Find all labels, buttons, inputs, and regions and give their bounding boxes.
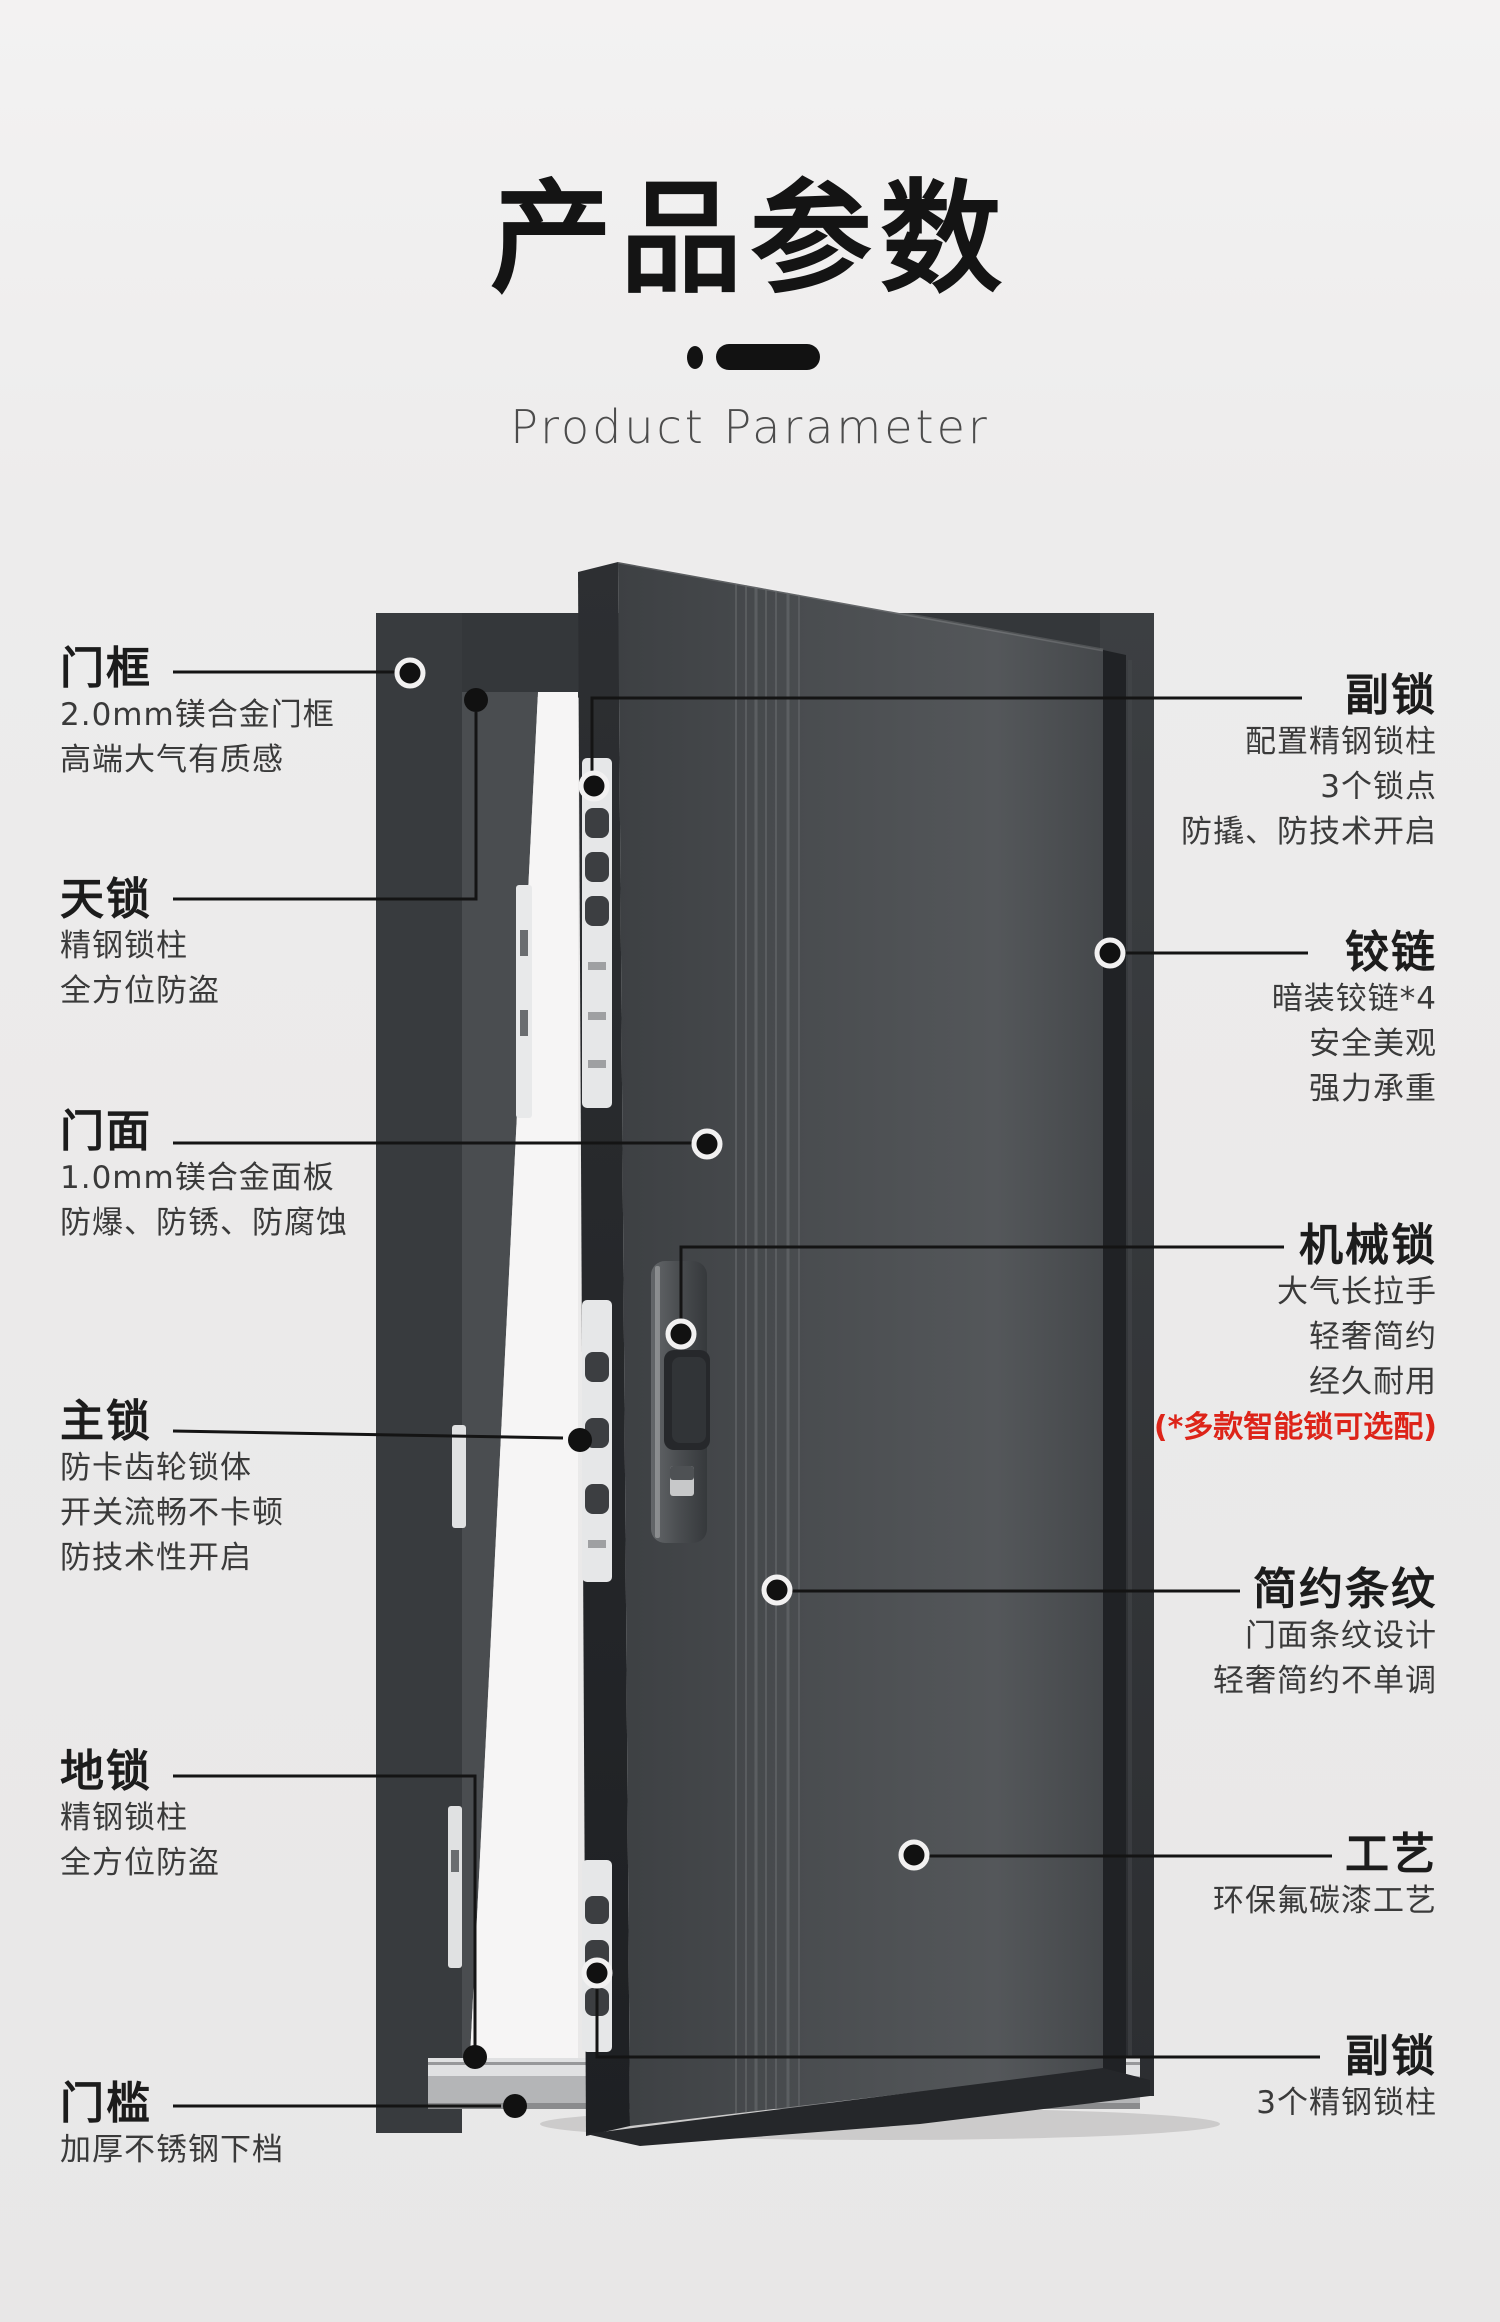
label-top-lock: 天锁 精钢锁柱 全方位防盗: [60, 876, 460, 1014]
label-hinge-title: 铰链: [1345, 927, 1437, 978]
marker-mechanical-lock-icon: [665, 1318, 697, 1350]
strike-plates: [448, 885, 532, 1968]
label-desc-line: 安全美观: [1309, 1026, 1437, 1062]
label-door-frame: 门框 2.0mm镁合金门框 高端大气有质感: [60, 645, 460, 783]
label-desc-line: 全方位防盗: [60, 1845, 220, 1881]
aux-lock-bottom-bolts: [582, 1860, 612, 2052]
label-craft: 工艺 环保氟碳漆工艺: [1037, 1831, 1437, 1924]
door-stripes: [735, 562, 800, 2126]
marker-top-lock-icon: [464, 688, 488, 712]
callout-line-aux-lock-top: [590, 696, 1302, 772]
label-desc-line: 精钢锁柱: [60, 928, 188, 964]
label-desc-line: 大气长拉手: [1277, 1274, 1437, 1310]
label-desc-line: 暗装铰链*4: [1271, 981, 1437, 1017]
label-threshold: 门槛 加厚不锈钢下档: [60, 2080, 460, 2173]
aux-lock-top-bolts: [582, 758, 612, 1108]
page-subtitle: Product Parameter: [510, 400, 990, 454]
callout-line-main-lock: [172, 1429, 564, 1440]
page-title: 产品参数: [490, 168, 1010, 310]
label-main-lock: 主锁 防卡齿轮锁体 开关流畅不卡顿 防技术性开启: [60, 1398, 460, 1581]
label-door-face: 门面 1.0mm镁合金面板 防爆、防锈、防腐蚀: [60, 1108, 460, 1246]
divider-bar-icon: [716, 344, 820, 370]
label-desc-line: 轻奢简约: [1309, 1319, 1437, 1355]
label-desc-line: 防撬、防技术开启: [1181, 814, 1437, 850]
label-aux-lock-bottom: 副锁 3个精钢锁柱: [1037, 2033, 1437, 2126]
callout-markers: [394, 657, 1126, 2118]
marker-simple-stripes-icon: [761, 1574, 793, 1606]
label-desc-line: 配置精钢锁柱: [1245, 724, 1437, 760]
label-simple-stripes: 简约条纹 门面条纹设计 轻奢简约不单调: [1037, 1566, 1437, 1704]
label-threshold-title: 门槛: [60, 2078, 152, 2129]
label-aux-lock-top-title: 副锁: [1345, 670, 1437, 721]
label-desc-line: 防卡齿轮锁体: [60, 1450, 252, 1486]
label-desc-line: 强力承重: [1309, 1071, 1437, 1107]
main-lock-bolts: [582, 1300, 612, 1582]
label-aux-lock-top: 副锁 配置精钢锁柱 3个锁点 防撬、防技术开启: [1037, 672, 1437, 855]
frame-left-jamb: [376, 613, 462, 2133]
marker-threshold-icon: [503, 2094, 527, 2118]
marker-floor-lock-icon: [463, 2045, 487, 2069]
label-simple-stripes-title: 简约条纹: [1253, 1564, 1437, 1615]
label-desc-line: 3个精钢锁柱: [1256, 2085, 1437, 2121]
marker-door-face-icon: [691, 1128, 723, 1160]
lock-hardware: [582, 758, 612, 2052]
label-desc-line: 经久耐用: [1309, 1364, 1437, 1400]
divider-dot-icon: [687, 346, 703, 369]
label-desc-line: 高端大气有质感: [60, 742, 284, 778]
label-mechanical-lock-title: 机械锁: [1299, 1220, 1437, 1271]
label-top-lock-title: 天锁: [60, 874, 152, 925]
label-desc-line: 2.0mm镁合金门框: [60, 697, 335, 733]
callout-line-floor-lock: [173, 1774, 477, 2046]
label-desc-line: 开关流畅不卡顿: [60, 1495, 284, 1531]
label-desc-line: 防技术性开启: [60, 1540, 252, 1576]
callout-line-top-lock: [173, 712, 478, 901]
label-floor-lock: 地锁 精钢锁柱 全方位防盗: [60, 1748, 460, 1886]
marker-aux-lock-bottom-icon: [581, 1957, 613, 1989]
callout-lines: [172, 670, 1332, 2108]
label-desc-line: 防爆、防锈、防腐蚀: [60, 1205, 348, 1241]
marker-main-lock-icon: [568, 1428, 592, 1452]
label-desc-line: 1.0mm镁合金面板: [60, 1160, 335, 1196]
marker-craft-icon: [898, 1839, 930, 1871]
label-desc-line: 轻奢简约不单调: [1213, 1663, 1437, 1699]
label-desc-line: 3个锁点: [1320, 769, 1437, 805]
hinge-gap: [1103, 650, 1126, 2074]
label-desc-line: 门面条纹设计: [1245, 1618, 1437, 1654]
door-face: [618, 562, 1103, 2126]
label-door-frame-title: 门框: [60, 643, 152, 694]
door-bottom-sweep: [586, 2068, 1150, 2146]
label-main-lock-title: 主锁: [60, 1396, 152, 1447]
label-hinge: 铰链 暗装铰链*4 安全美观 强力承重: [1037, 929, 1437, 1112]
label-aux-lock-bottom-title: 副锁: [1345, 2031, 1437, 2082]
label-desc-line: 全方位防盗: [60, 973, 220, 1009]
marker-hinge-icon: [1094, 937, 1126, 969]
label-mechanical-lock: 机械锁 大气长拉手 轻奢简约 经久耐用 (*多款智能锁可选配): [1037, 1222, 1437, 1450]
marker-aux-lock-top-icon: [578, 770, 610, 802]
label-desc-line: 环保氟碳漆工艺: [1213, 1883, 1437, 1919]
callout-line-aux-lock-bottom: [595, 1987, 1320, 2059]
callout-line-mechanical-lock: [679, 1245, 1284, 1320]
label-desc-line: 精钢锁柱: [60, 1800, 188, 1836]
label-floor-lock-title: 地锁: [60, 1746, 152, 1797]
doorway-opening: [470, 692, 578, 2058]
marker-door-frame-icon: [394, 657, 426, 689]
label-door-face-title: 门面: [60, 1106, 152, 1157]
label-craft-title: 工艺: [1345, 1829, 1437, 1880]
label-desc-line: 加厚不锈钢下档: [60, 2132, 284, 2168]
label-optional-smart-lock-note: (*多款智能锁可选配): [1153, 1410, 1437, 1445]
